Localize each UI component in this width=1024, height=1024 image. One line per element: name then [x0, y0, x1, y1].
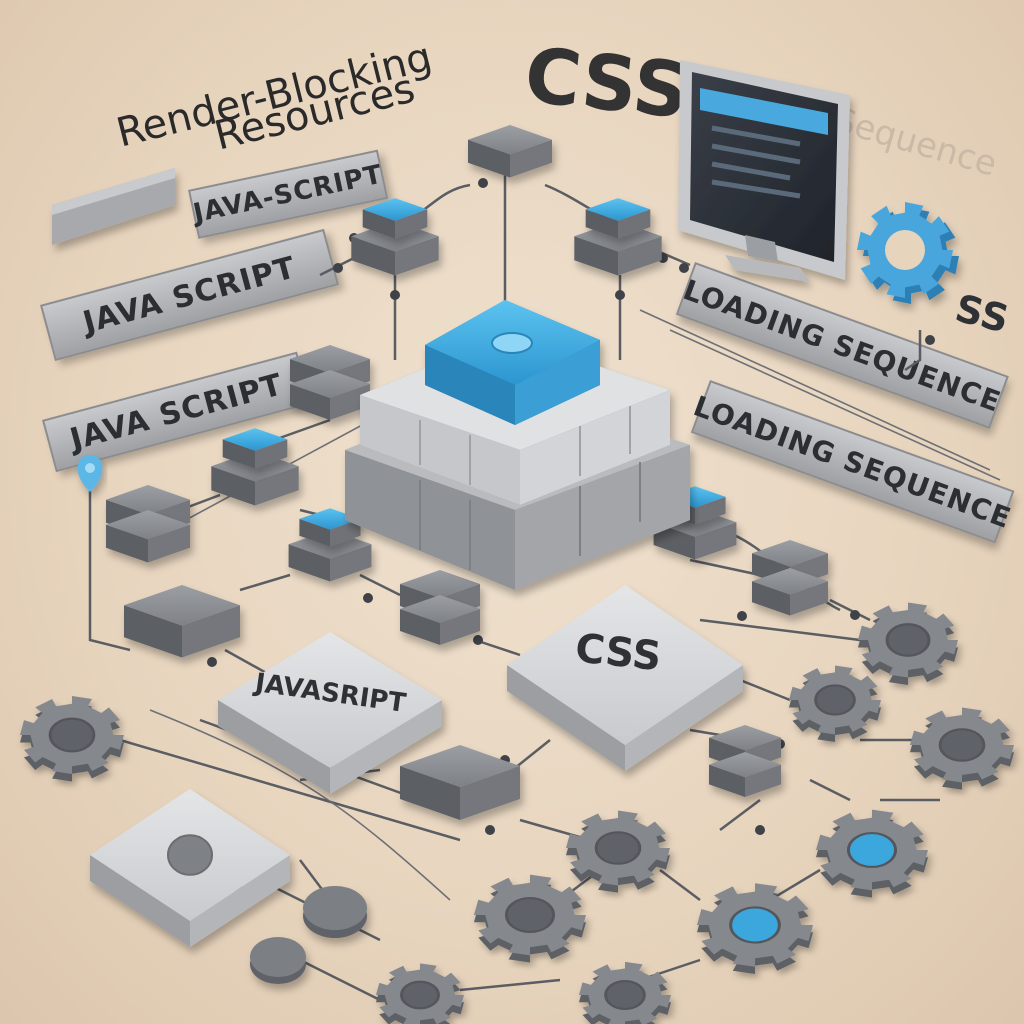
cube-mid-blue — [288, 508, 372, 582]
cube-top-left-blue-cap — [362, 198, 428, 239]
gear-icon-right-3 — [910, 707, 1014, 790]
gear-icon-right-1 — [858, 602, 958, 685]
plate-label-css: CSS — [573, 625, 663, 680]
monitor-icon — [678, 60, 850, 282]
plate-bottom-left — [90, 789, 290, 947]
gear-icon-blue-bottom — [697, 883, 813, 974]
gear-icon-bottom-left — [376, 963, 464, 1024]
cube-left-blue-1-cap — [222, 428, 288, 469]
cube-left-blue-1 — [211, 428, 299, 506]
cube-top-right-blue-cap — [585, 198, 651, 239]
central-puzzle-tower — [345, 300, 690, 590]
cube-top-center — [468, 125, 552, 178]
gear-suffix-label: SS — [951, 286, 1013, 342]
gear-icon-left — [20, 696, 124, 782]
map-pin-icon — [77, 455, 103, 492]
plate-css — [507, 585, 743, 771]
cube-bottom-center — [400, 745, 520, 820]
gear-icon-bottom — [579, 961, 671, 1024]
blue-gear-icon — [857, 202, 959, 304]
cube-mid-1b — [400, 595, 480, 645]
cube-top-right-blue — [574, 198, 662, 276]
cube-left-large — [124, 585, 240, 658]
puzzle-plates — [90, 585, 743, 947]
cube-top-left-blue — [351, 198, 439, 276]
gear-icon-right-2 — [789, 665, 881, 742]
circle-puck-1 — [303, 886, 367, 938]
cube-blocks — [106, 125, 828, 820]
cube-right-2b — [709, 752, 781, 797]
gear-icons — [20, 602, 1014, 1024]
gear-icon-blue-right — [816, 809, 928, 898]
flag-sign — [52, 168, 175, 245]
cube-left-1b — [290, 370, 370, 420]
gear-icon-bottom-mid — [474, 874, 586, 963]
plate-javascript — [218, 632, 442, 794]
cube-right-1b — [752, 568, 828, 616]
gear-icon-mid — [566, 810, 670, 893]
circle-puck-2 — [250, 937, 306, 984]
cube-left-2b — [106, 510, 190, 563]
